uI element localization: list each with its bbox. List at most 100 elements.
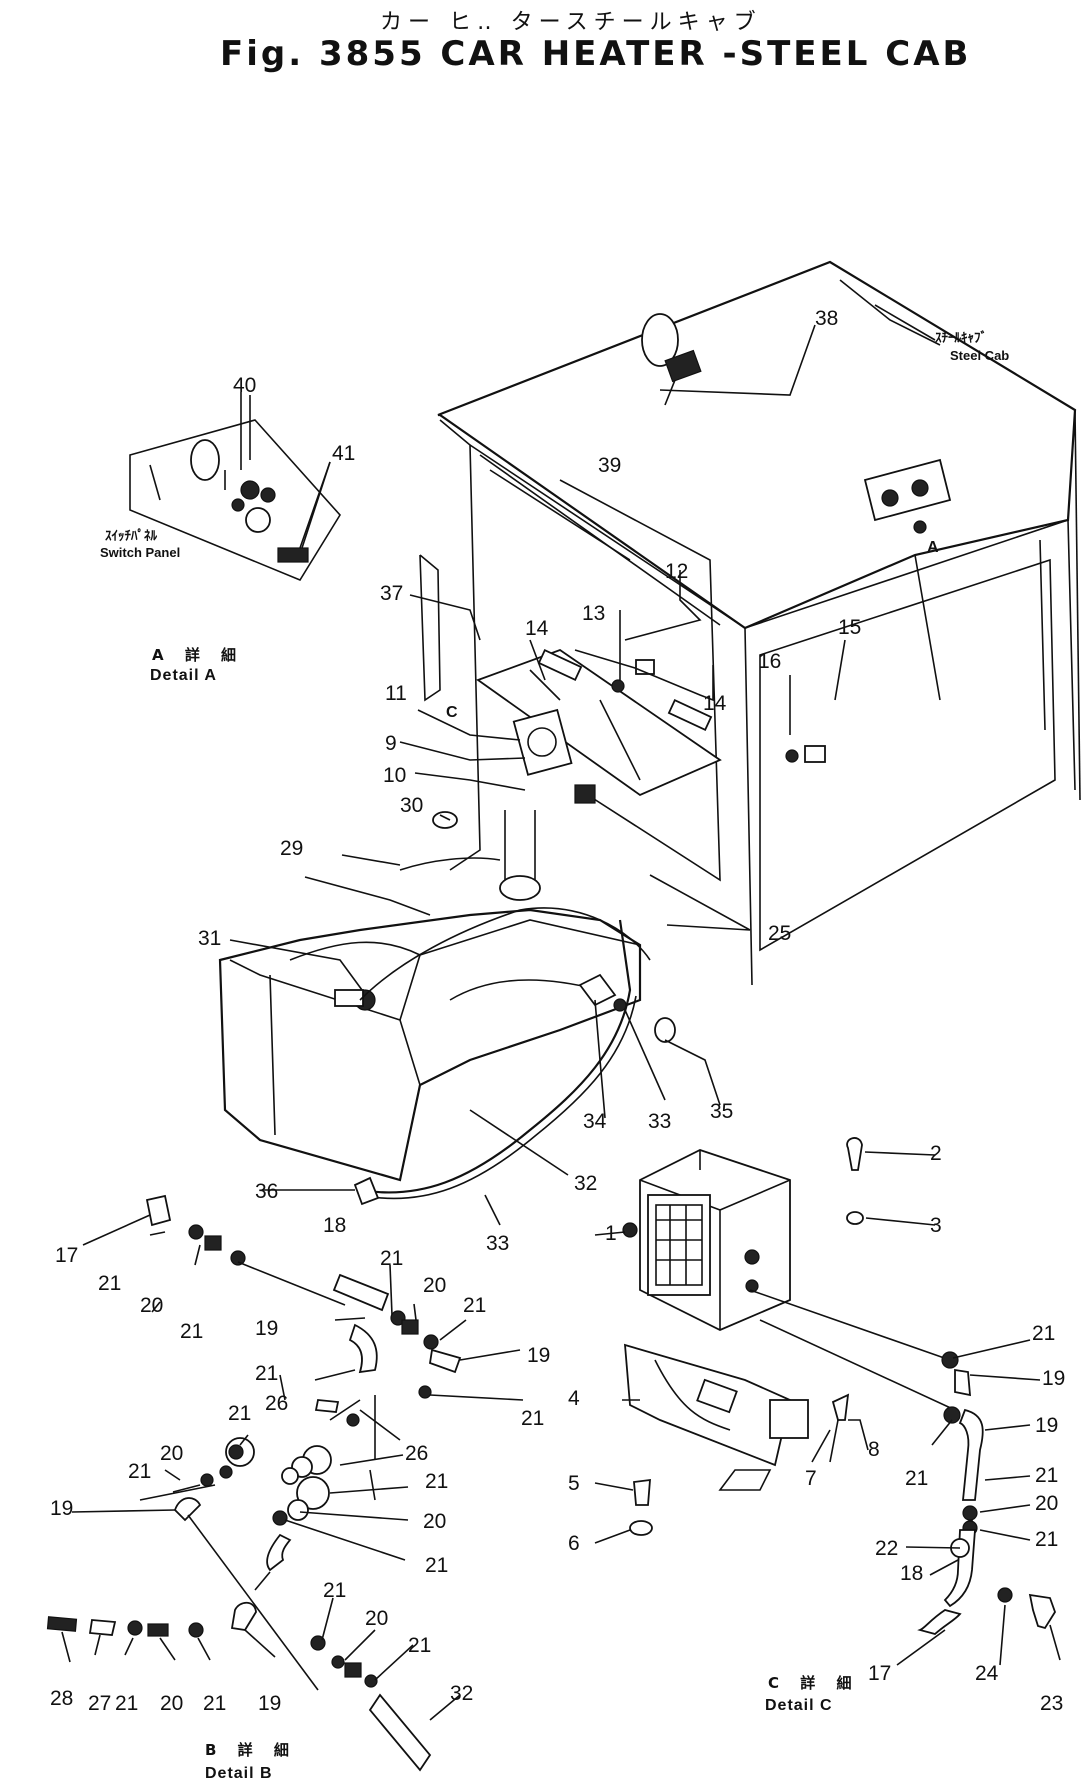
callout-26b: 26 [405, 1442, 428, 1465]
detail-c-label: Detail C [765, 1697, 833, 1714]
callout-21-b10: 21 [425, 1554, 448, 1577]
cab-roof-light [641, 313, 702, 406]
clip-7 [829, 1393, 850, 1463]
callout-18b: 18 [900, 1562, 923, 1585]
callout-35: 35 [710, 1100, 733, 1123]
callout-24: 24 [975, 1662, 999, 1685]
detail-a-label: Detail A [150, 667, 217, 684]
callout-7: 7 [805, 1467, 817, 1490]
callout-21-c2: 21 [905, 1467, 928, 1490]
callout-27: 27 [88, 1692, 111, 1715]
callout-8: 8 [868, 1438, 880, 1461]
hose-32 [359, 907, 651, 1200]
heater-unit [622, 1149, 791, 1331]
callout-21-b13: 21 [115, 1692, 138, 1715]
tank-fitting-34 [578, 973, 676, 1043]
detail-b-label: Detail B [205, 1765, 273, 1782]
note-switch-panel-jp: ｽｲｯﾁﾊﾟﾈﾙ [105, 528, 158, 543]
detail-c-hoses [749, 1289, 1056, 1635]
steel-cab [419, 260, 1081, 986]
callout-numbers: 38 39 40 41 37 14 13 12 14 16 15 11 9 10… [50, 307, 1065, 1715]
view-marker-c: C [446, 704, 459, 721]
callout-21-b6: 21 [521, 1407, 544, 1430]
callout-20-b1: 20 [140, 1294, 163, 1317]
heater-mount-area [476, 648, 826, 804]
leader-lines [61, 304, 1061, 1721]
callout-21-b8: 21 [128, 1460, 151, 1483]
callout-4: 4 [568, 1387, 580, 1410]
detail-b-hoses [46, 1194, 462, 1772]
figure-title-japanese: カー ヒ‥ タースチールキャブ [380, 10, 762, 35]
callout-29: 29 [280, 837, 303, 860]
callout-11: 11 [385, 682, 407, 705]
callout-23: 23 [1040, 1692, 1063, 1715]
tank-drain-36 [353, 1176, 380, 1206]
callout-21-c3: 21 [1035, 1464, 1058, 1487]
cab-side-bracket [863, 458, 952, 534]
callout-10: 10 [383, 764, 406, 787]
callout-39: 39 [598, 454, 621, 477]
note-steel-cab-jp: ｽﾁｰﾙｷｬﾌﾞ [935, 330, 987, 345]
callout-19-b3: 19 [50, 1497, 73, 1520]
switch-panel-detail [129, 392, 341, 581]
callout-41: 41 [332, 442, 355, 465]
callout-19-b4: 19 [258, 1692, 281, 1715]
callout-20-b6: 20 [160, 1692, 183, 1715]
callout-17b: 17 [868, 1662, 891, 1685]
callout-18a: 18 [323, 1214, 346, 1237]
callout-21-b5: 21 [255, 1362, 278, 1385]
callout-21-b4: 21 [463, 1294, 486, 1317]
callout-20-b2: 20 [423, 1274, 446, 1297]
callout-2: 2 [930, 1142, 942, 1165]
callout-14b: 14 [703, 692, 727, 715]
detail-c-label-jp: C 詳 細 [768, 1674, 859, 1692]
callout-33b: 33 [486, 1232, 509, 1255]
view-marker-a: A [927, 539, 940, 556]
callout-21-b14: 21 [203, 1692, 226, 1715]
callout-21-b2: 21 [180, 1320, 203, 1343]
callout-21-c4: 21 [1035, 1528, 1058, 1551]
callout-26a: 26 [265, 1392, 288, 1415]
detail-a-label-jp: A 詳 細 [152, 646, 244, 664]
note-switch-panel-en: Switch Panel [100, 545, 180, 560]
callout-12: 12 [665, 560, 688, 583]
callout-20-b3: 20 [160, 1442, 183, 1465]
callout-38: 38 [815, 307, 838, 330]
figure-title: Fig. 3855 CAR HEATER -STEEL CAB [220, 34, 972, 74]
callout-5: 5 [568, 1472, 580, 1495]
callout-21-b1: 21 [98, 1272, 121, 1295]
callout-21-c1: 21 [1032, 1322, 1055, 1345]
callout-28: 28 [50, 1687, 73, 1710]
callout-21-b9: 21 [425, 1470, 448, 1493]
callout-30: 30 [400, 794, 423, 817]
callout-15: 15 [838, 616, 861, 639]
callout-1: 1 [605, 1222, 617, 1245]
fuel-tank [218, 810, 642, 1182]
callout-14a: 14 [525, 617, 549, 640]
callout-19-c1: 19 [1042, 1367, 1065, 1390]
callout-20-b4: 20 [423, 1510, 446, 1533]
callout-17a: 17 [55, 1244, 78, 1267]
heater-bracket-4 [623, 1343, 809, 1491]
callout-21-b7: 21 [228, 1402, 251, 1425]
bolt-5 [629, 1478, 653, 1536]
callout-20-c1: 20 [1035, 1492, 1058, 1515]
callout-21-b11: 21 [323, 1579, 346, 1602]
callout-31: 31 [198, 927, 221, 950]
callout-16: 16 [758, 650, 781, 673]
callout-3: 3 [930, 1214, 942, 1237]
callout-9: 9 [385, 732, 397, 755]
callout-6: 6 [568, 1532, 580, 1555]
detail-b-label-jp: B 詳 細 [205, 1741, 297, 1759]
callout-21-b3: 21 [380, 1247, 403, 1270]
callout-21-b12: 21 [408, 1634, 431, 1657]
callout-13: 13 [582, 602, 605, 625]
callout-32b: 32 [450, 1682, 473, 1705]
callout-20-b5: 20 [365, 1607, 388, 1630]
note-steel-cab-en: Steel Cab [950, 348, 1009, 363]
callout-37: 37 [380, 582, 403, 605]
callout-19-c2: 19 [1035, 1414, 1058, 1437]
callout-22: 22 [875, 1537, 898, 1560]
bolt-2 [846, 1137, 864, 1225]
